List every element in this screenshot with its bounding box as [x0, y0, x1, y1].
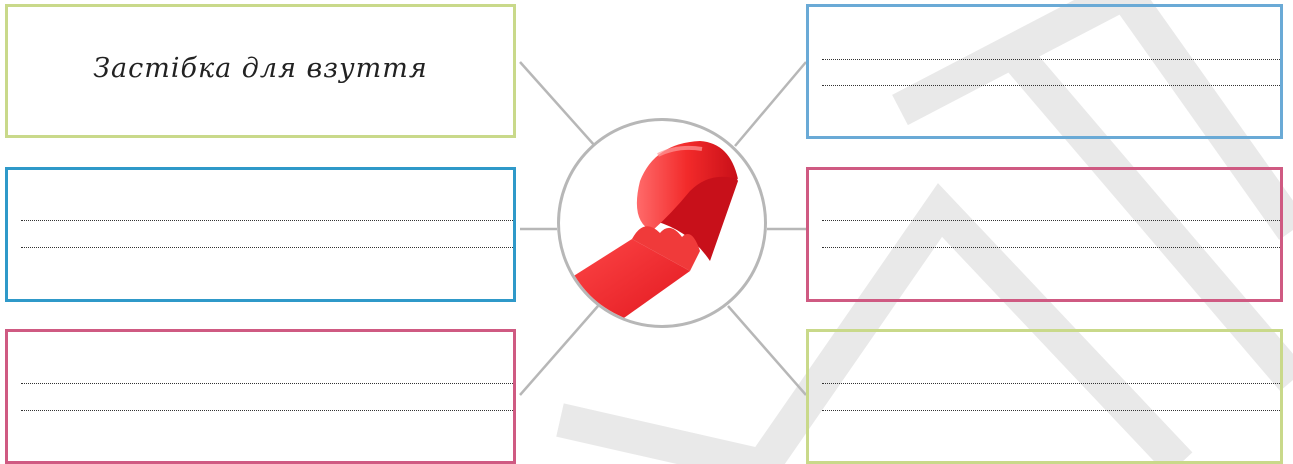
box-title-text: Застібка для взуття — [8, 7, 513, 135]
center-image-circle — [557, 118, 767, 328]
dotted-writing-line — [822, 247, 1280, 248]
dotted-writing-line — [822, 383, 1280, 384]
box-mid-left[interactable] — [5, 167, 516, 302]
box-bottom-left[interactable] — [5, 329, 516, 464]
box-bottom-right[interactable] — [806, 329, 1283, 464]
dotted-writing-line — [822, 220, 1280, 221]
box-top-left: Застібка для взуття — [5, 4, 516, 138]
dotted-writing-line — [822, 410, 1280, 411]
dotted-writing-line — [21, 220, 513, 221]
dotted-writing-line — [822, 59, 1280, 60]
dotted-writing-line — [21, 410, 513, 411]
dotted-writing-line — [822, 85, 1280, 86]
dotted-writing-line — [21, 247, 513, 248]
box-top-right[interactable] — [806, 4, 1283, 139]
dotted-writing-line — [21, 383, 513, 384]
box-mid-right[interactable] — [806, 167, 1283, 302]
velcro-strap-image — [560, 121, 764, 325]
